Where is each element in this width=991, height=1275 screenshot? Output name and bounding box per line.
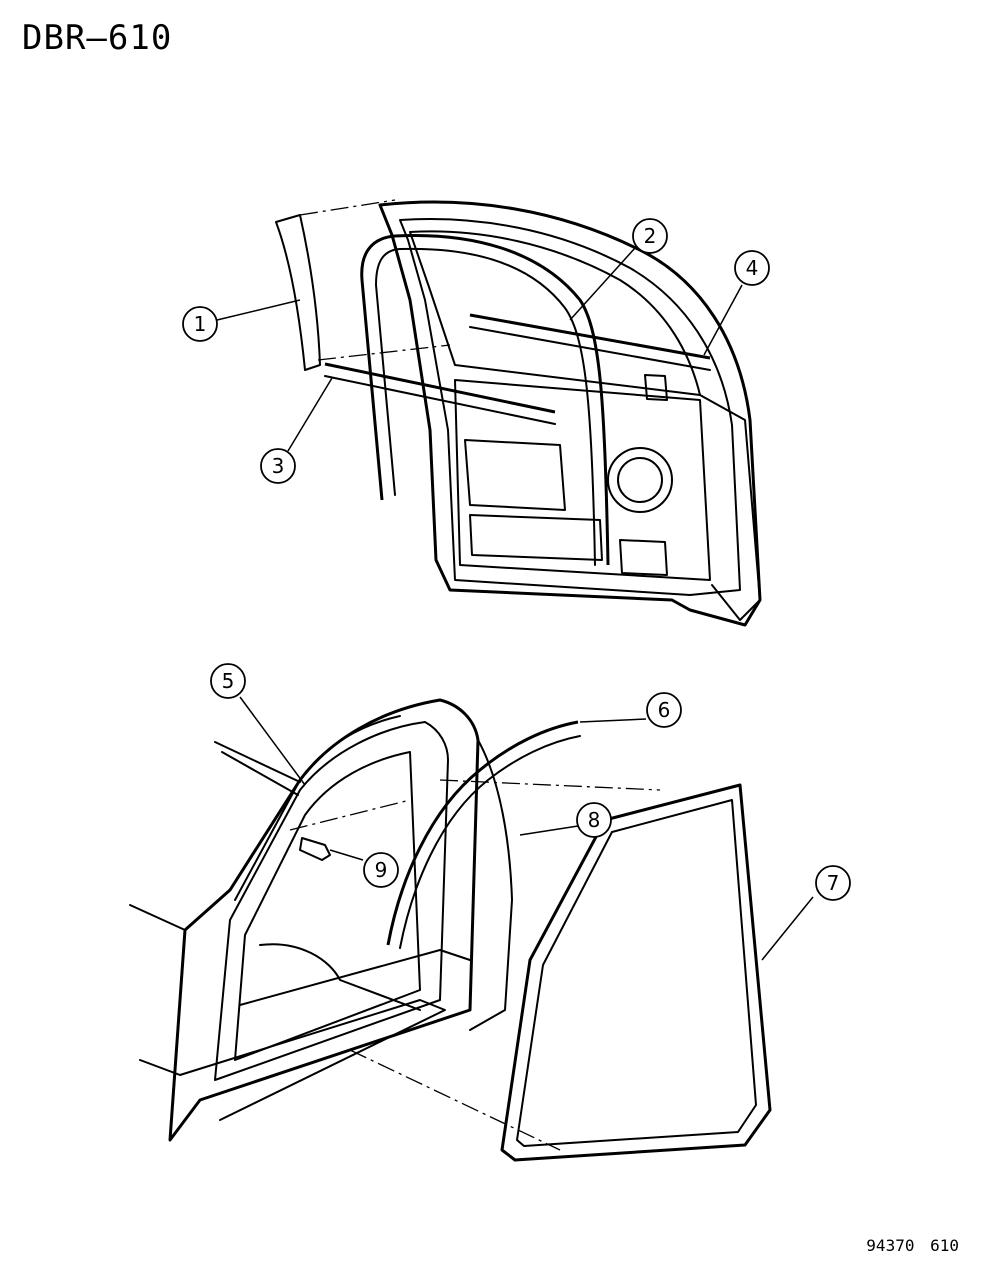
assembly-line-5 [289,799,411,831]
roof-rail-edge [221,751,299,796]
callout-3: 3 [260,448,296,484]
interior-panel [259,943,421,1011]
part-7-door-opening-seal [500,783,772,1162]
assembly-line-4 [349,1049,561,1151]
part-5-roof-rail-weatherstrip [234,715,401,901]
part-3-inner-belt-weatherstrip [324,362,556,414]
body-opening [129,698,772,1162]
callout-6-label: 6 [658,698,671,722]
callout-8: 8 [576,802,612,838]
leader-2 [569,247,636,321]
door-frame-inner [399,218,741,596]
callout-2: 2 [632,218,668,254]
leader-5 [239,696,306,786]
body-left-edge [129,904,186,931]
door-window-opening [409,230,701,396]
speaker-hole-inner [617,457,663,503]
callout-5: 5 [210,663,246,699]
callout-4-label: 4 [746,256,759,280]
part-7-door-opening-seal-inner [516,799,757,1147]
callout-1: 1 [182,306,218,342]
door-end-panel [699,394,761,621]
door-opening-frame [214,721,449,1081]
callout-5-label: 5 [222,669,235,693]
door-assembly [275,199,762,627]
page-title: DBR–610 [22,18,173,58]
figure-number: 94370 610 [866,1236,959,1255]
leader-8 [519,825,579,836]
part-6-upper-weatherstrip [386,720,579,946]
part-6-upper-weatherstrip-edge [399,735,581,949]
panel-cutout-top [644,374,668,401]
panel-cutout-lower [469,514,603,561]
b-pillar [469,739,513,1031]
floor-pan [139,999,446,1121]
door-opening-inner [234,751,421,1061]
leader-3 [287,377,333,452]
part-4-outer-belt-weatherstrip [469,313,711,360]
callout-7: 7 [815,865,851,901]
leader-1 [216,299,301,321]
leader-7 [761,896,814,961]
sill [239,949,471,1006]
callout-6: 6 [646,692,682,728]
callout-1-label: 1 [194,312,207,336]
door-frame-outer [378,200,762,627]
roof-rail [214,741,301,783]
assembly-line-2 [317,344,451,361]
callout-9: 9 [363,852,399,888]
assembly-line-1 [299,199,396,216]
part-3-inner-belt-weatherstrip-edge [324,375,556,425]
callout-3-label: 3 [272,454,285,478]
leader-4 [703,284,743,356]
part-2-glass-run-channel [360,233,610,566]
leader-6 [579,718,647,723]
assembly-line-3 [439,779,661,791]
leader-9 [329,849,364,861]
speaker-hole [607,447,673,513]
callout-7-label: 7 [827,871,840,895]
part-1-applique [275,214,321,371]
callout-4: 4 [734,250,770,286]
callout-8-label: 8 [588,808,601,832]
panel-cutout-left [464,439,566,511]
part-9-clip [299,837,331,861]
door-inner-panel [454,379,711,581]
callout-2-label: 2 [644,224,657,248]
panel-cutout-small [619,539,668,576]
leader-lines [216,247,814,961]
part-4-outer-belt-weatherstrip-edge [469,326,711,371]
part-2-glass-run-channel-inner [375,247,596,566]
callout-9-label: 9 [375,858,388,882]
